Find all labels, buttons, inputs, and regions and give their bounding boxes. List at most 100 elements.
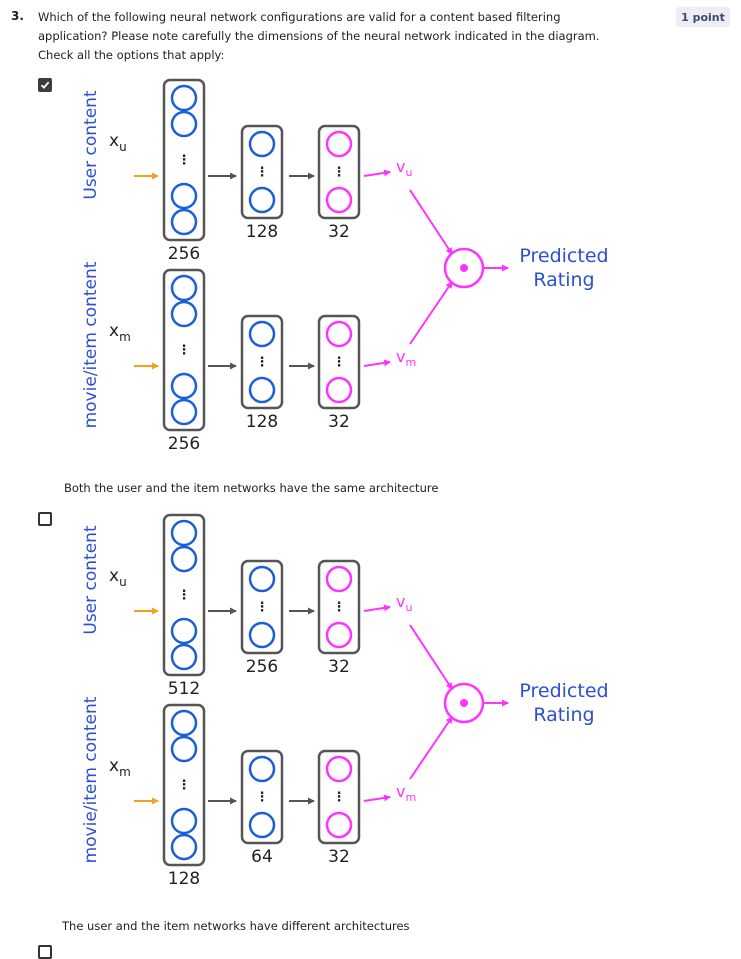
- user-network-layer1-neuron: [170, 110, 198, 138]
- user-network-layer1-neuron: [170, 519, 198, 547]
- user-network-layer1-neuron: [170, 208, 198, 236]
- item-network-layer3-size: 32: [328, 412, 350, 432]
- user-network-output-label: vu: [396, 157, 412, 179]
- option-2-label[interactable]: The user and the item networks have diff…: [62, 919, 410, 933]
- item-network-layer1-ellipsis: ⋮: [178, 343, 191, 358]
- question-number: 3.: [11, 9, 24, 23]
- user-network-layer1-size: 256: [168, 244, 200, 264]
- dot-product-center: [460, 699, 468, 707]
- user-network-layer2-ellipsis: ⋮: [256, 165, 269, 180]
- user-network-layer1-size: 512: [168, 679, 200, 699]
- item-network-input-label: xm: [109, 321, 131, 344]
- item-network-layer1-neuron: [170, 372, 198, 400]
- item-network-input-label: xm: [109, 756, 131, 779]
- option-2-diagram: User content xu ⋮ 512 ⋮ 256 ⋮ 32 vu movie/item co…: [81, 513, 609, 889]
- item-network-layer2-size: 64: [251, 847, 273, 867]
- item-network-layer1-neuron: [170, 709, 198, 737]
- user-network-layer1-box: [162, 513, 206, 677]
- option-2-checkbox[interactable]: [38, 512, 52, 526]
- item-network-layer1-ellipsis: ⋮: [178, 778, 191, 793]
- item-network-layer3-neuron: [325, 376, 353, 404]
- user-network-layer2-neuron: [248, 186, 276, 214]
- item-network-layer1-neuron: [170, 833, 198, 861]
- user-network-layer1-neuron: [170, 84, 198, 112]
- user-network-layer1-ellipsis: ⋮: [178, 588, 191, 603]
- points-badge: 1 point: [676, 7, 730, 27]
- predicted-rating-line1: Predicted: [519, 245, 608, 267]
- user-network-layer1-ellipsis: ⋮: [178, 153, 191, 168]
- item-network-layer2-ellipsis: ⋮: [256, 790, 269, 805]
- item-network-layer2-neuron: [248, 320, 276, 348]
- user-network-layer2-neuron: [248, 565, 276, 593]
- item-network-layer1-neuron: [170, 735, 198, 763]
- item-network-layer1-neuron: [170, 274, 198, 302]
- question-text: Which of the following neural network co…: [38, 10, 600, 62]
- item-network-layer3-size: 32: [328, 847, 350, 867]
- option-1-checkbox[interactable]: [38, 78, 52, 92]
- item-network-layer2-neuron: [248, 755, 276, 783]
- item-network-layer2-neuron: [248, 376, 276, 404]
- user-network-side-label: User content: [81, 525, 101, 635]
- user-network-layer3-ellipsis: ⋮: [333, 600, 346, 615]
- user-network-layer3-neuron: [325, 621, 353, 649]
- item-network-output-arrow: [363, 359, 391, 367]
- item-network-output-arrow: [363, 794, 391, 802]
- user-network-layer3-size: 32: [328, 657, 350, 677]
- user-network-layer1-box: [162, 78, 206, 242]
- user-network: User content xu ⋮ 512 ⋮ 256 ⋮ 32 vu: [81, 513, 412, 699]
- item-network-layer1-neuron: [170, 300, 198, 328]
- item-network-layer2-neuron: [248, 811, 276, 839]
- user-network-layer2-ellipsis: ⋮: [256, 600, 269, 615]
- predicted-rating-line2: Rating: [533, 704, 594, 726]
- user-network-layer2-size: 256: [246, 657, 278, 677]
- item-network-layer3-neuron: [325, 811, 353, 839]
- user-network-side-label: User content: [81, 90, 101, 200]
- predicted-rating-line2: Rating: [533, 269, 594, 291]
- item-network-layer1-box: [162, 268, 206, 432]
- predicted-rating-line1: Predicted: [519, 680, 608, 702]
- user-network-output-arrow: [363, 169, 391, 177]
- item-network-output-label: vm: [396, 347, 416, 369]
- user-network-layer3-size: 32: [328, 222, 350, 242]
- item-network-layer3-neuron: [325, 320, 353, 348]
- user-network-layer1-neuron: [170, 643, 198, 671]
- user-network: User content xu ⋮ 256 ⋮ 128 ⋮ 32 vu: [81, 78, 412, 264]
- item-vector-arrow: [409, 281, 453, 345]
- user-network-output-arrow: [363, 604, 391, 612]
- item-network-layer3-neuron: [325, 755, 353, 783]
- user-network-layer3-neuron: [325, 130, 353, 158]
- user-vector-arrow: [409, 189, 453, 255]
- item-network-layer1-size: 256: [168, 434, 200, 454]
- item-network-layer1-neuron: [170, 807, 198, 835]
- option-1-label[interactable]: Both the user and the item networks have…: [64, 481, 439, 495]
- user-network-layer2-neuron: [248, 130, 276, 158]
- user-network-layer1-neuron: [170, 545, 198, 573]
- user-network-output-label: vu: [396, 592, 412, 614]
- user-network-layer3-neuron: [325, 565, 353, 593]
- item-network-output-label: vm: [396, 782, 416, 804]
- user-network-layer3-neuron: [325, 186, 353, 214]
- item-network-layer2-size: 128: [246, 412, 278, 432]
- option-3-checkbox[interactable]: [38, 945, 52, 959]
- item-network-layer2-ellipsis: ⋮: [256, 355, 269, 370]
- dot-product-center: [460, 264, 468, 272]
- user-network-layer2-neuron: [248, 621, 276, 649]
- checkmark-icon: [40, 81, 50, 89]
- user-network-input-label: xu: [109, 131, 127, 154]
- user-network-input-label: xu: [109, 566, 127, 589]
- user-network-layer1-neuron: [170, 182, 198, 210]
- user-network-layer1-neuron: [170, 617, 198, 645]
- item-network-layer1-box: [162, 703, 206, 867]
- item-network-layer3-ellipsis: ⋮: [333, 355, 346, 370]
- user-network-layer3-ellipsis: ⋮: [333, 165, 346, 180]
- item-network-layer1-size: 128: [168, 869, 200, 889]
- user-network-layer2-size: 128: [246, 222, 278, 242]
- user-vector-arrow: [409, 624, 453, 690]
- item-vector-arrow: [409, 716, 453, 780]
- item-network-side-label: movie/item content: [81, 696, 101, 863]
